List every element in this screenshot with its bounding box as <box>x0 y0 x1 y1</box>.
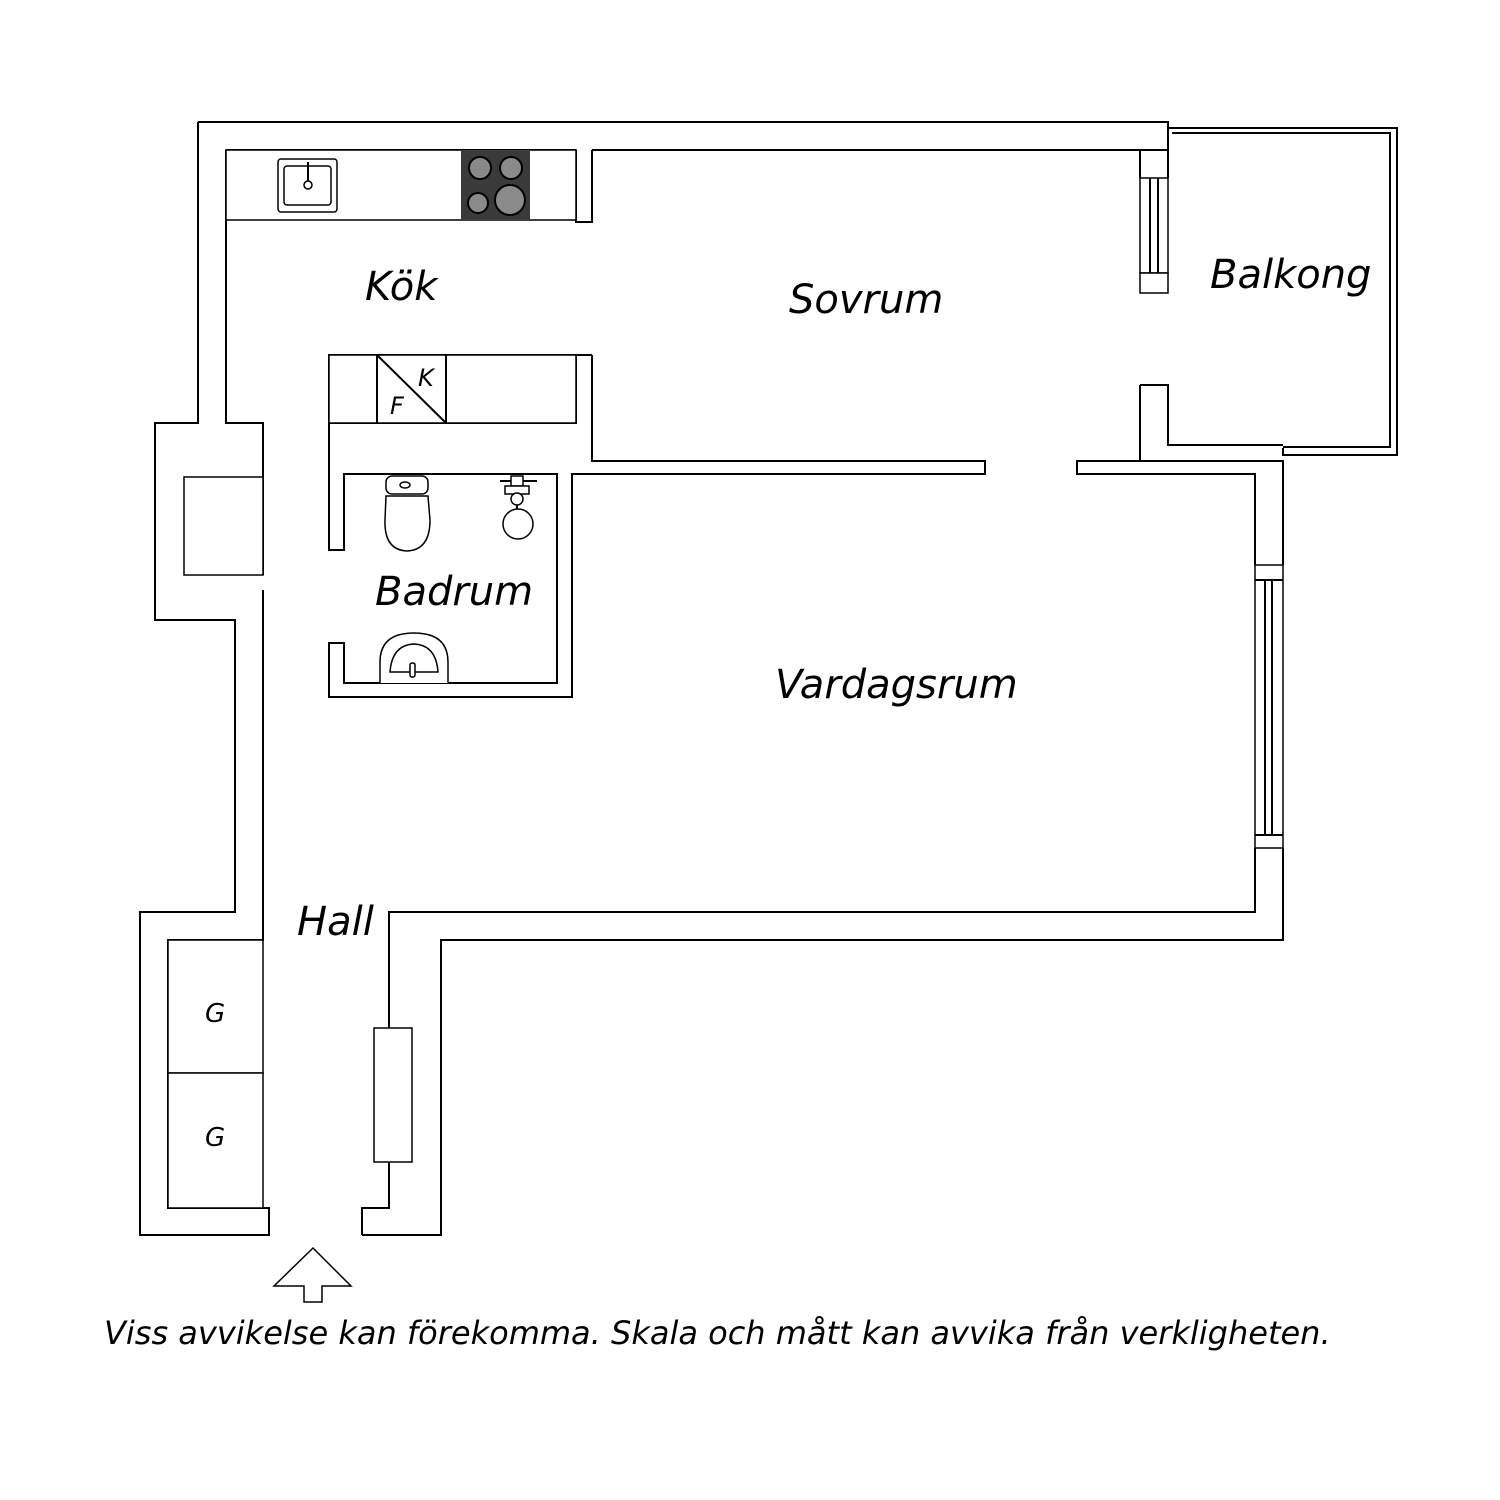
toilet-icon <box>384 475 431 552</box>
kitchen-counter <box>225 149 577 221</box>
kitchen-lower-counter: K F <box>328 354 577 424</box>
room-label-bedroom: Sovrum <box>789 277 943 323</box>
exterior-walls <box>139 121 1398 1236</box>
closet-label: G <box>205 999 225 1029</box>
washbasin-icon <box>379 632 449 683</box>
balcony-window <box>1139 177 1169 294</box>
room-label-bathroom: Badrum <box>375 569 533 615</box>
room-label-living-room: Vardagsrum <box>775 662 1018 708</box>
room-label-hall: Hall <box>297 899 374 945</box>
freezer-label: F <box>390 392 405 420</box>
disclaimer-text: Viss avvikelse kan förekomma. Skala och … <box>104 1314 1331 1352</box>
room-label-kitchen: Kök <box>365 264 439 310</box>
stove-icon <box>461 151 530 219</box>
sink-icon <box>277 158 338 213</box>
closet-label: G <box>205 1123 225 1153</box>
entrance-arrow-icon <box>272 1246 353 1303</box>
room-label-balcony: Balkong <box>1210 252 1371 298</box>
fridge-label: K <box>418 364 436 392</box>
living-room-window <box>1254 564 1284 849</box>
hall-radiator <box>373 1027 413 1163</box>
shower-icon <box>500 475 537 540</box>
hall-closets: G G <box>167 939 264 1209</box>
